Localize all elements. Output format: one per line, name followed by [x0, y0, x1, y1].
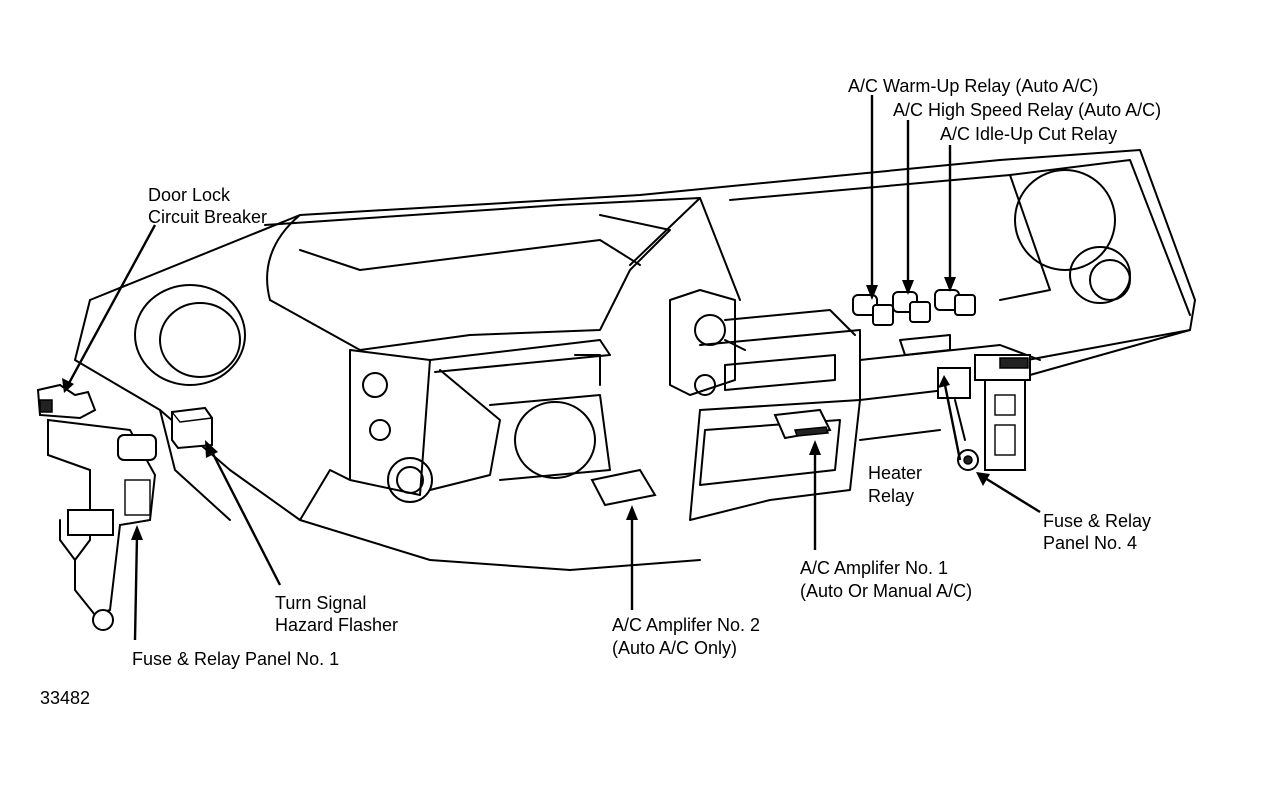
fuse-relay-panel-4 — [937, 329, 1191, 471]
label-heater-relay-line2: Relay — [868, 486, 915, 506]
label-heater-relay-line1: Heater — [868, 463, 923, 483]
label-fuse-panel-1: Fuse & Relay Panel No. 1 — [132, 649, 340, 669]
ac-amplifiers — [590, 408, 832, 507]
label-fuse-panel-4-line1: Fuse & Relay — [1043, 511, 1152, 531]
label-turn-signal-line1: Turn Signal — [275, 593, 367, 613]
label-door-lock-line1: Door Lock — [148, 185, 231, 205]
label-high-speed-relay: A/C High Speed Relay (Auto A/C) — [893, 100, 1162, 120]
label-fuse-panel-4-line2: Panel No. 4 — [1043, 533, 1138, 553]
label-amp2-line1: A/C Amplifer No. 2 — [612, 615, 761, 635]
label-door-lock-line2: Circuit Breaker — [148, 207, 268, 227]
label-amp1-line1: A/C Amplifer No. 1 — [800, 558, 949, 578]
ac-relays — [852, 289, 976, 326]
label-amp1-line2: (Auto Or Manual A/C) — [800, 581, 973, 601]
label-amp2-line2: (Auto A/C Only) — [612, 638, 738, 658]
label-warm-up-relay: A/C Warm-Up Relay (Auto A/C) — [848, 76, 1099, 96]
label-idle-up-cut-relay: A/C Idle-Up Cut Relay — [940, 124, 1118, 144]
callout-arrows — [62, 95, 1041, 641]
figure-number: 33482 — [40, 688, 91, 708]
fuse-relay-panel-1 — [36, 383, 157, 631]
label-turn-signal-line2: Hazard Flasher — [275, 615, 399, 635]
turn-signal-flasher — [171, 406, 213, 450]
